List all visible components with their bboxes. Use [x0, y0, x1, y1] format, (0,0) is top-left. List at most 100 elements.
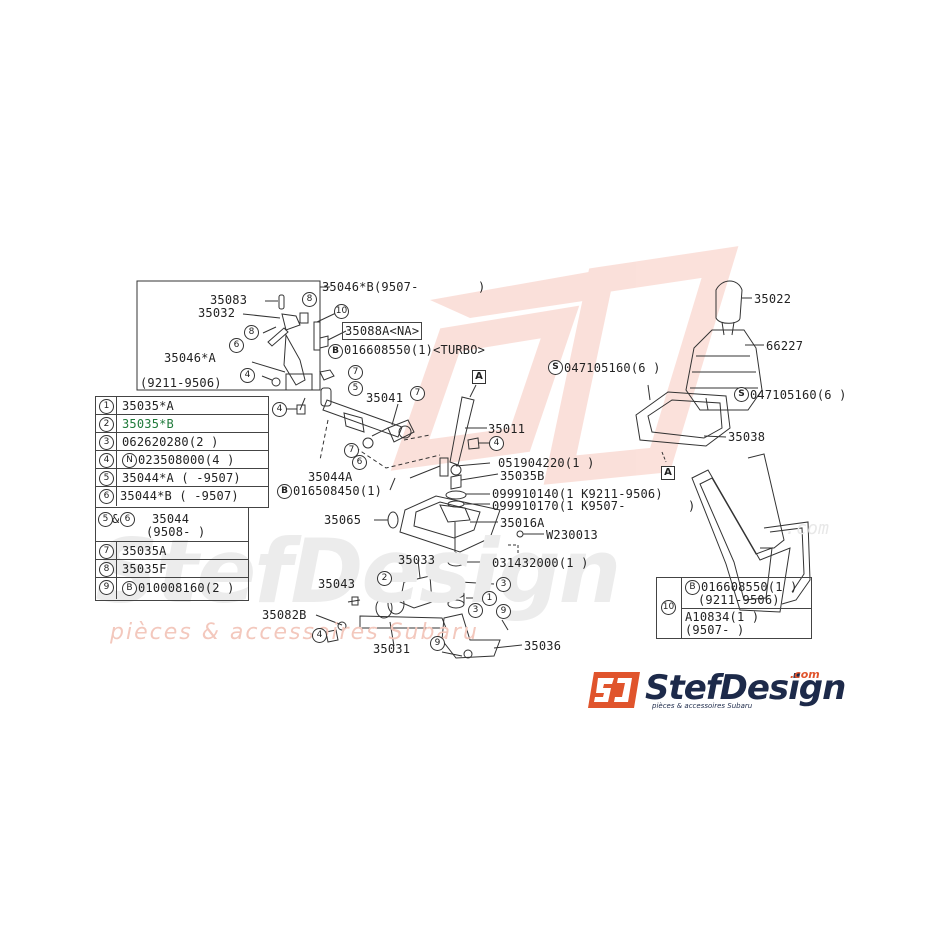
callout-num-8a: 8 — [302, 292, 317, 307]
prefix-n-icon: N — [122, 453, 137, 468]
legend-value: 35044*A ( -9507) — [122, 471, 241, 485]
watermark-tagline: pièces & accessoires Subaru — [110, 620, 479, 645]
callout-num-3b: 3 — [468, 603, 483, 618]
legend-row: 2 35035*B — [96, 415, 268, 433]
logo-tagline: pièces & accessoires Subaru — [652, 702, 753, 710]
legend2-part: 35044 — [152, 512, 190, 526]
callout-num-5: 5 — [348, 381, 363, 396]
legend-table: 1 35035*A 2 35035*B 3 062620280(2 ) 4 N … — [95, 396, 269, 508]
legend-value: 023508000(4 ) — [138, 453, 235, 467]
callout-35038: 35038 — [728, 430, 766, 444]
legend-value: 062620280(2 ) — [122, 435, 219, 449]
callout-35011: 35011 — [488, 422, 526, 436]
legend-table-10: 10 B 016608550(1 ) (9211-9506) A10834(1 … — [656, 577, 812, 639]
group-box-label-close: ) — [478, 280, 486, 294]
callout-num-2: 2 — [377, 571, 392, 586]
shift-knob-shape — [715, 280, 743, 324]
prefix-b-icon: B — [122, 581, 137, 596]
prefix-s-icon: S — [548, 360, 563, 375]
callout-051904220: 051904220(1 ) — [498, 456, 595, 470]
callout-35031: 35031 — [373, 642, 411, 656]
callout-num-7c: 7 — [344, 443, 359, 458]
legend-row: 1 35035*A — [96, 397, 268, 415]
group-box-date-range: (9211-9506) — [140, 376, 222, 390]
legend2-header: 5 & 6 35044 (9508- ) — [96, 508, 248, 542]
callout-num-6b: 6 — [352, 455, 367, 470]
callout-099910170-close: ) — [688, 499, 696, 513]
legend-value: 010008160(2 ) — [138, 581, 235, 595]
console-plate-shape — [635, 391, 731, 447]
watermark-text: StefDesign — [95, 520, 621, 623]
callout-num-10: 10 — [334, 304, 349, 319]
callout-016508450: 016508450(1) — [293, 484, 383, 498]
callout-35083: 35083 — [210, 293, 248, 307]
sj-badge-icon — [588, 672, 640, 708]
legend-row: 4 N 023508000(4 ) — [96, 451, 268, 469]
legend-row: 6 35044*B ( -9507) — [96, 487, 268, 506]
legend-row: 3 062620280(2 ) — [96, 433, 268, 451]
legend10-row1b: (9211-9506) — [698, 593, 780, 607]
legend10-row2: A10834(1 ) — [685, 610, 760, 624]
logo-com: .com — [790, 668, 820, 681]
prefix-s-icon: S — [734, 387, 749, 402]
callout-047105160-b: 047105160(6 ) — [750, 388, 847, 402]
callout-num-3a: 3 — [496, 577, 511, 592]
legend-row: 8 35035F — [96, 560, 248, 578]
prefix-b-icon: B — [685, 580, 700, 595]
group-box-label: 35046*B(9507- — [322, 280, 419, 294]
group-box-frame — [136, 280, 321, 391]
legend-value: 35044*B ( -9507) — [120, 489, 239, 503]
callout-35033: 35033 — [398, 553, 436, 567]
callout-35035b: 35035B — [500, 469, 545, 483]
callout-35044a: 35044A — [308, 470, 353, 484]
callout-35041: 35041 — [366, 391, 404, 405]
callout-num-9a: 9 — [496, 604, 511, 619]
legend2-range: (9508- ) — [146, 525, 206, 539]
callout-w230013: W230013 — [546, 528, 598, 542]
legend-table-2: 5 & 6 35044 (9508- ) 7 35035A 8 35035F 9… — [95, 507, 249, 601]
watermark-com: .com — [785, 518, 830, 539]
legend-value-highlight: 35035*B — [122, 417, 174, 431]
callout-35088a: 35088A<NA> — [342, 322, 423, 340]
legend-value: 35035A — [122, 544, 167, 558]
marker-a-right: A — [661, 466, 675, 480]
callout-35046a: 35046*A — [164, 351, 216, 365]
callout-35032: 35032 — [198, 306, 236, 320]
legend10-row2b: (9507- ) — [685, 623, 745, 637]
callout-num-7a: 7 — [348, 365, 363, 380]
console-trim-shape — [691, 469, 791, 613]
callout-num-9b: 9 — [430, 636, 445, 651]
callout-031432000: 031432000(1 ) — [492, 556, 589, 570]
legend-row: 9 B 010008160(2 ) — [96, 578, 248, 599]
callout-num-4d: 4 — [312, 628, 327, 643]
callout-num-1: 1 — [482, 591, 497, 606]
marker-a-top: A — [472, 370, 486, 384]
callout-num-4b: 4 — [272, 402, 287, 417]
callout-num-7b: 7 — [410, 386, 425, 401]
callout-35016a: 35016A — [500, 516, 545, 530]
logo-name: StefDesign — [645, 668, 846, 708]
callout-num-8b: 8 — [244, 325, 259, 340]
callout-099910140: 099910140(1 K9211-9506) — [492, 487, 663, 501]
callout-num-6: 6 — [229, 338, 244, 353]
callout-num-4a: 4 — [240, 368, 255, 383]
callout-016608550-turbo: 016608550(1)<TURBO> — [344, 343, 486, 357]
legend-value: 35035F — [122, 562, 167, 576]
watermark-logo-shape — [390, 246, 739, 485]
legend-row: 5 35044*A ( -9507) — [96, 469, 268, 487]
legend10-row1: 016608550(1 ) — [701, 580, 798, 594]
callout-66227: 66227 — [766, 339, 804, 353]
callout-35036: 35036 — [524, 639, 562, 653]
callout-047105160-a: 047105160(6 ) — [564, 361, 661, 375]
callout-35043: 35043 — [318, 577, 356, 591]
callout-35022: 35022 — [754, 292, 792, 306]
prefix-b-icon: B — [328, 344, 343, 359]
shift-boot-shape — [685, 329, 763, 411]
legend-row: 7 35035A — [96, 542, 248, 560]
callout-35082b: 35082B — [262, 608, 307, 622]
prefix-b-icon: B — [277, 484, 292, 499]
legend-value: 35035*A — [122, 399, 174, 413]
callout-num-4c: 4 — [489, 436, 504, 451]
